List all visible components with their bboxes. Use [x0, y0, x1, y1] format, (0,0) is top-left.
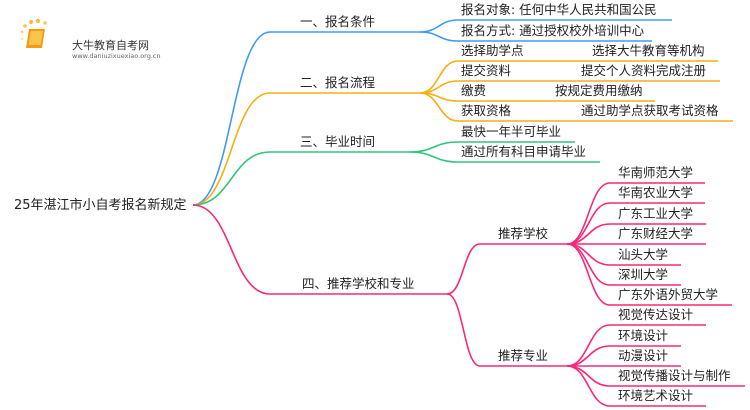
branch-label: 二、报名流程	[300, 75, 376, 90]
leaf-connector	[419, 31, 459, 42]
leaf-label: 通过所有科目申请毕业	[461, 144, 587, 159]
major-item: 动漫设计	[618, 348, 669, 363]
leaf-label: 获取资格	[461, 103, 512, 118]
logo-url: www.daniuzixuexiao.org.cn	[72, 52, 161, 60]
branch-connector	[192, 31, 271, 206]
item-connector	[566, 202, 611, 245]
item-connector	[566, 365, 611, 387]
group-label: 推荐专业	[498, 348, 549, 363]
leaf-detail: 按规定费用缴纳	[555, 83, 643, 98]
school-item: 广东财经大学	[618, 226, 694, 241]
major-item: 环境设计	[618, 328, 669, 343]
school-item: 深圳大学	[618, 267, 669, 282]
item-connector	[566, 345, 611, 367]
leaf-connector	[409, 151, 459, 163]
book-logo-icon	[20, 19, 47, 48]
branch-connector	[192, 151, 271, 206]
branch-connector	[192, 92, 271, 206]
item-connector	[566, 324, 611, 367]
leaf-label: 报名方式: 通过授权校外培训中心	[461, 23, 645, 38]
leaf-connector	[419, 92, 459, 122]
school-item: 华南师范大学	[618, 165, 694, 180]
leaf-label: 最快一年半可毕业	[461, 124, 562, 139]
group-connector	[446, 293, 481, 367]
branch-connector	[192, 204, 271, 295]
leaf-label: 报名对象: 任何中华人民共和国公民	[461, 2, 657, 17]
logo-title: 大牛教育自考网	[72, 39, 149, 52]
leaf-detail: 通过助学点获取考试资格	[581, 103, 719, 118]
item-connector	[566, 243, 611, 306]
branch-label: 三、毕业时间	[300, 134, 376, 149]
group-label: 推荐学校	[498, 226, 549, 241]
leaf-connector	[409, 141, 459, 153]
group-connector	[446, 243, 481, 295]
leaf-detail: 选择大牛教育等机构	[592, 43, 705, 58]
leaf-detail: 提交个人资料完成注册	[581, 63, 707, 78]
leaf-label: 提交资料	[461, 63, 512, 78]
school-item: 汕头大学	[618, 247, 669, 262]
item-connector	[566, 243, 611, 266]
school-item: 广东工业大学	[618, 206, 694, 221]
branch-label: 一、报名条件	[300, 14, 376, 29]
major-item: 视觉传播设计与制作	[618, 368, 731, 383]
school-item: 华南农业大学	[618, 185, 694, 200]
leaf-label: 选择助学点	[461, 43, 524, 58]
leaf-connector	[419, 60, 459, 94]
school-item: 广东外语外贸大学	[618, 287, 719, 302]
major-item: 环境艺术设计	[618, 388, 694, 403]
branch-label: 四、推荐学校和专业	[302, 276, 415, 291]
item-connector	[566, 365, 611, 407]
major-item: 视觉传达设计	[618, 307, 694, 322]
root-topic: 25年湛江市小自考报名新规定	[14, 198, 187, 213]
logo: 大牛教育自考网 www.daniuzixuexiao.org.cn	[18, 18, 161, 60]
leaf-label: 缴费	[461, 83, 487, 98]
leaf-connector	[419, 19, 459, 33]
